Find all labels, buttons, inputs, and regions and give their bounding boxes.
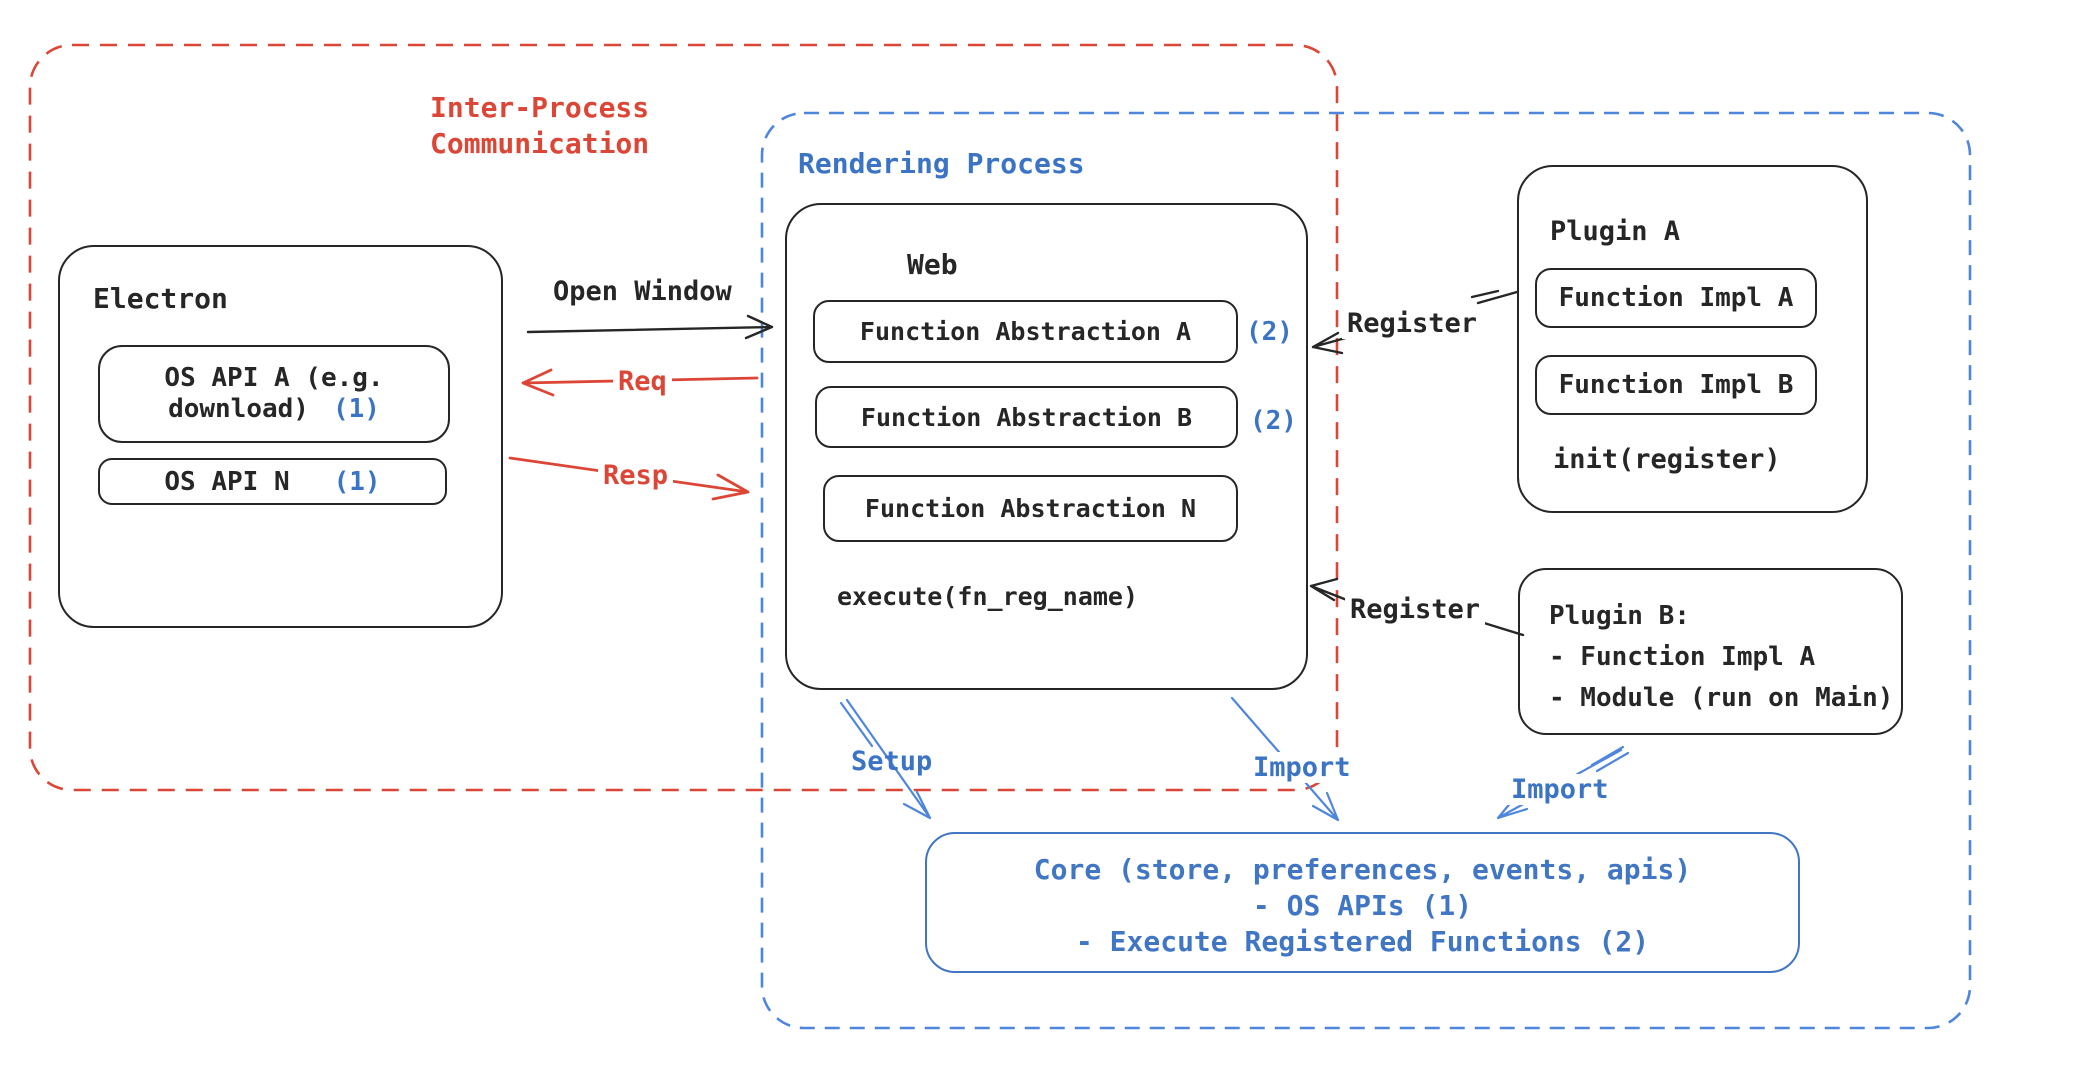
open-window-arrow	[526, 314, 774, 340]
register-bottom-arrow	[1309, 577, 1525, 637]
open-window-label: Open Window	[553, 276, 732, 307]
electron-box	[58, 245, 503, 628]
resp-label: Resp	[598, 460, 674, 491]
os-api-n-text: OS API N	[164, 466, 290, 497]
plugin-a-title: Plugin A	[1550, 216, 1681, 247]
os-api-a-ref: (1)	[332, 394, 380, 424]
function-impl-b-box: Function Impl B	[1535, 355, 1817, 415]
plugin-b-box: Plugin B: - Function Impl A - Module (ru…	[1518, 568, 1903, 735]
ipc-label-line2: Communication	[430, 127, 650, 160]
function-abstraction-a-box: Function Abstraction A	[813, 300, 1238, 363]
core-line2: - OS APIs (1)	[1252, 889, 1473, 922]
req-label: Req	[613, 366, 672, 397]
core-box: Core (store, preferences, events, apis) …	[925, 832, 1800, 973]
register-top-arrow	[1311, 289, 1519, 355]
function-abstraction-b-ref: (2)	[1250, 406, 1297, 436]
execute-call-label: execute(fn_reg_name)	[837, 582, 1139, 611]
function-abstraction-n-box: Function Abstraction N	[823, 475, 1238, 542]
core-line3: - Execute Registered Functions (2)	[1075, 925, 1650, 958]
os-api-a-text: download)	[168, 394, 309, 424]
os-api-n-ref: (1)	[333, 466, 381, 497]
plugin-b-item-1: - Function Impl A	[1549, 642, 1816, 672]
web-title: Web	[907, 248, 958, 281]
os-api-a-line1: OS API A (e.g.	[164, 363, 384, 393]
ipc-label-line1: Inter-Process	[430, 91, 650, 124]
plugin-a-box	[1517, 165, 1868, 513]
core-line1: Core (store, preferences, events, apis)	[1033, 853, 1692, 886]
rendering-process-region-box	[760, 111, 1972, 1030]
plugin-b-item-2: - Module (run on Main)	[1549, 683, 1894, 713]
register-top-label: Register	[1342, 308, 1483, 339]
function-abstraction-b-box: Function Abstraction B	[815, 386, 1238, 448]
setup-arrow	[839, 698, 932, 820]
os-api-a-line2: download) (1)	[168, 394, 380, 425]
os-api-a-box: OS API A (e.g. download) (1)	[98, 345, 450, 443]
function-impl-a-box: Function Impl A	[1535, 268, 1817, 328]
web-box	[785, 203, 1308, 690]
setup-label: Setup	[851, 746, 933, 777]
import-center-label: Import	[1248, 752, 1356, 783]
os-api-n-box: OS API N (1)	[98, 458, 447, 505]
electron-title: Electron	[93, 282, 228, 315]
import-right-label: Import	[1506, 774, 1614, 805]
register-bottom-label: Register	[1345, 594, 1486, 625]
function-abstraction-a-ref: (2)	[1246, 317, 1293, 347]
rendering-process-label: Rendering Process	[798, 147, 1085, 180]
plugin-b-title: Plugin B:	[1549, 601, 1690, 631]
plugin-a-init-label: init(register)	[1553, 444, 1781, 475]
